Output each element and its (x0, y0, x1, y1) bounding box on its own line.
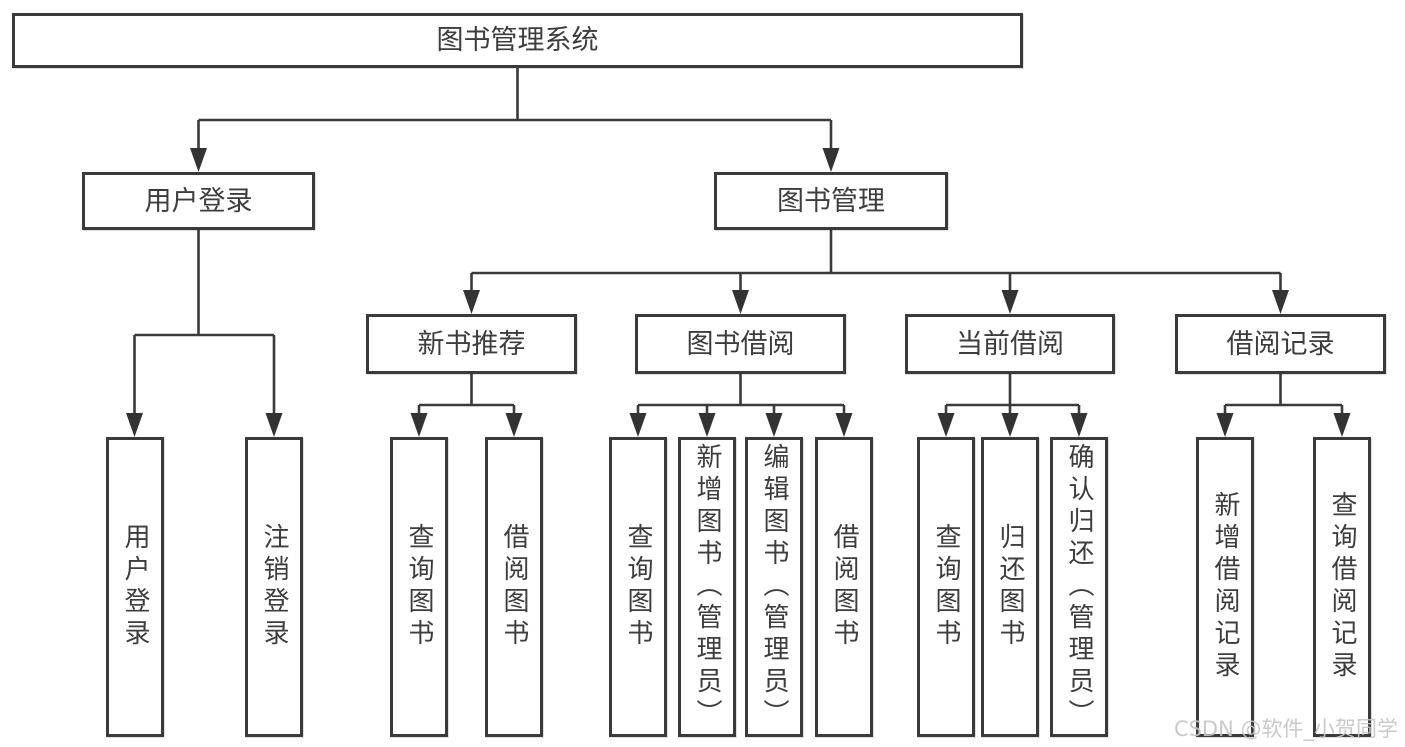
node-label: 借阅图书 (499, 523, 529, 651)
connector-user-login-to-leaves (126, 230, 283, 437)
leaf-box-add-book-admin: 新增图书（管理员） (678, 437, 736, 737)
node-label: 查询图书 (623, 523, 653, 651)
node-label: 注销登录 (259, 523, 289, 651)
connector-book-management-to-level3 (463, 230, 1289, 314)
branch-box-user-login: 用户登录 (82, 172, 315, 230)
node-label: 归还图书 (995, 523, 1025, 651)
branch-box-book-borrow: 图书借阅 (635, 314, 846, 374)
node-label: 编辑图书（管理员） (759, 443, 789, 731)
leaf-box-query-books-borrow: 查询图书 (609, 437, 667, 737)
node-label: 用户登录 (144, 185, 253, 217)
node-label: 借阅图书 (829, 523, 859, 651)
connector-borrow-record-to-leaves (1216, 374, 1351, 437)
leaf-box-user-login: 用户登录 (106, 437, 164, 737)
leaf-box-add-borrow-record: 新增借阅记录 (1196, 437, 1254, 737)
leaf-box-return-book: 归还图书 (981, 437, 1039, 737)
csdn-watermark: CSDN @软件_小贺同学 (1173, 717, 1398, 741)
leaf-box-logout: 注销登录 (245, 437, 303, 737)
connector-book-borrow-to-leaves (629, 374, 853, 437)
branch-box-book-management: 图书管理 (714, 172, 948, 230)
leaf-box-confirm-return-admin: 确认归还（管理员） (1050, 437, 1108, 737)
connector-current-borrow-to-leaves (937, 374, 1088, 437)
node-label: 新增借阅记录 (1210, 491, 1240, 683)
leaf-box-query-borrow-record: 查询借阅记录 (1313, 437, 1371, 737)
connector-new-book-recommend-to-leaves (410, 374, 523, 437)
leaf-box-borrow-books-recommend: 借阅图书 (485, 437, 543, 737)
leaf-box-borrow-books: 借阅图书 (815, 437, 873, 737)
node-label: 图书管理系统 (436, 25, 599, 56)
leaf-box-query-books-recommend: 查询图书 (390, 437, 448, 737)
node-label: 查询图书 (404, 523, 434, 651)
node-label: 确认归还（管理员） (1064, 443, 1094, 731)
node-label: 用户登录 (120, 523, 150, 651)
connector-root-to-level2 (190, 68, 840, 172)
leaf-box-edit-book-admin: 编辑图书（管理员） (745, 437, 803, 737)
leaf-box-query-books-current: 查询图书 (917, 437, 975, 737)
node-label: 图书管理 (777, 185, 885, 217)
node-label: 图书借阅 (686, 328, 795, 360)
branch-box-current-borrow: 当前借阅 (905, 314, 1115, 374)
node-label: 查询图书 (931, 523, 961, 651)
branch-box-borrow-record: 借阅记录 (1175, 314, 1386, 374)
branch-box-new-book-recommend: 新书推荐 (366, 314, 577, 374)
node-label: 新书推荐 (417, 328, 526, 360)
node-label: 新增图书（管理员） (692, 443, 722, 731)
root-box-library-management-system: 图书管理系统 (12, 13, 1023, 68)
node-label: 当前借阅 (956, 328, 1064, 360)
node-label: 查询借阅记录 (1327, 491, 1357, 683)
node-label: 借阅记录 (1226, 328, 1335, 360)
